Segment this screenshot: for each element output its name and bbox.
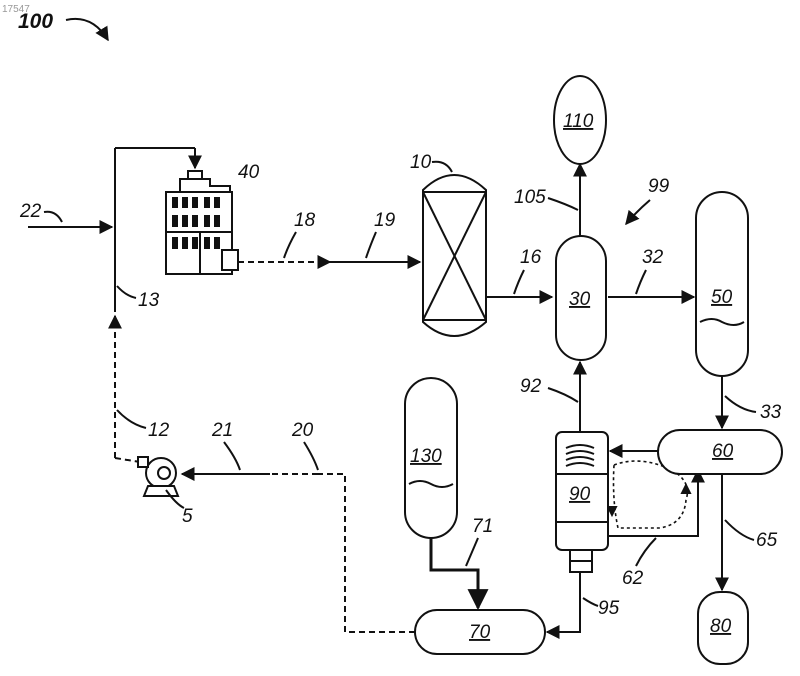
system-ref-arrow <box>626 200 650 224</box>
stream-65-label: 65 <box>756 530 778 551</box>
stream-13-leader <box>117 286 136 298</box>
stream-105-leader <box>548 198 578 210</box>
stream-33-label: 33 <box>760 402 782 423</box>
unit-130-label: 130 <box>410 446 442 467</box>
pump-outlet-line <box>115 458 140 462</box>
stream-62-label: 62 <box>622 568 644 589</box>
stream-92-leader <box>548 388 578 402</box>
stream-62-line <box>608 470 698 536</box>
unit-50-vessel <box>696 192 748 376</box>
unit-5-pump <box>138 457 178 496</box>
stream-21-label: 21 <box>211 420 233 441</box>
stream-32-leader <box>636 270 646 294</box>
stream-71-label: 71 <box>472 516 493 537</box>
stream-16-leader <box>514 270 524 294</box>
stream-19-leader <box>366 232 376 258</box>
stream-62-leader <box>636 538 656 566</box>
stream-92-label: 92 <box>520 376 542 397</box>
unit-80-label: 80 <box>710 616 732 637</box>
figure-ref-arrow <box>66 19 108 40</box>
unit-90-label: 90 <box>569 484 591 505</box>
stream-95-label: 95 <box>598 598 620 619</box>
stream-19-label: 19 <box>374 210 396 231</box>
unit-30-label: 30 <box>569 289 591 310</box>
unit-40-equipment <box>166 171 238 274</box>
stream-18-label: 18 <box>294 210 316 231</box>
stream-20-line <box>318 474 415 632</box>
stream-33-leader <box>725 396 756 412</box>
stream-71-line <box>431 537 478 608</box>
stream-65-leader <box>725 520 754 540</box>
stream-12-leader <box>117 410 146 428</box>
unit-50-label: 50 <box>711 287 733 308</box>
stream-105-label: 105 <box>514 187 546 208</box>
stream-32-label: 32 <box>642 247 664 268</box>
stream-71-leader <box>466 538 478 566</box>
unit-70-label: 70 <box>469 622 491 643</box>
unit-10-label: 10 <box>410 152 432 173</box>
stream-12-label: 12 <box>148 420 170 441</box>
stream-20-leader <box>304 442 318 470</box>
stream-13-label: 13 <box>138 290 160 311</box>
unit-110-label: 110 <box>563 111 594 132</box>
stream-22-label: 22 <box>19 201 42 222</box>
stream-20-label: 20 <box>291 420 314 441</box>
system-ref-label: 99 <box>648 176 670 197</box>
stream-22-leader <box>44 212 62 222</box>
stream-21-leader <box>224 442 240 470</box>
stream-95-line <box>547 572 580 632</box>
unit-60-label: 60 <box>712 441 734 462</box>
stream-16-label: 16 <box>520 247 542 268</box>
stream-18-leader <box>284 232 296 258</box>
unit-40-label: 40 <box>238 162 260 183</box>
figure-ref-label: 100 <box>18 10 53 33</box>
stream-95-leader <box>583 598 598 606</box>
unit-10-leader <box>432 162 452 172</box>
unit-10-reactor <box>423 175 486 336</box>
unit-5-label: 5 <box>182 506 193 527</box>
